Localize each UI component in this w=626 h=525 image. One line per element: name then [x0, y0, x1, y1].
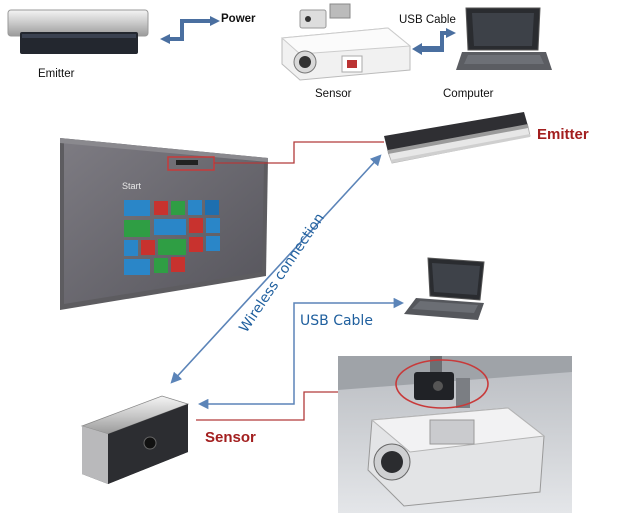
- laptop-image: [404, 257, 485, 320]
- usb-arrow-top: [412, 28, 456, 55]
- projector-photo: [338, 356, 572, 513]
- usb-cable-line: [197, 297, 405, 410]
- sensor-image: [80, 395, 190, 484]
- usb-cable-label: USB Cable: [300, 313, 373, 329]
- emitter-label: Emitter: [537, 126, 589, 143]
- projector-sensor-highlight: [395, 359, 489, 409]
- power-arrow: [160, 16, 220, 44]
- top-sensor-image: [280, 3, 412, 81]
- screen-start-text: Start: [122, 181, 142, 191]
- top-emitter-label: Emitter: [38, 68, 75, 80]
- emitter-on-board: [176, 160, 198, 165]
- emitter-image: [384, 112, 531, 164]
- top-emitter-image: [7, 9, 149, 54]
- top-usb-cable-label: USB Cable: [399, 14, 456, 26]
- sensor-label: Sensor: [205, 429, 256, 446]
- whiteboard-screen: [60, 138, 268, 310]
- top-laptop-image: [456, 7, 552, 70]
- top-power-label: Power: [221, 13, 256, 25]
- top-sensor-label: Sensor: [315, 88, 352, 100]
- top-computer-label: Computer: [443, 88, 494, 100]
